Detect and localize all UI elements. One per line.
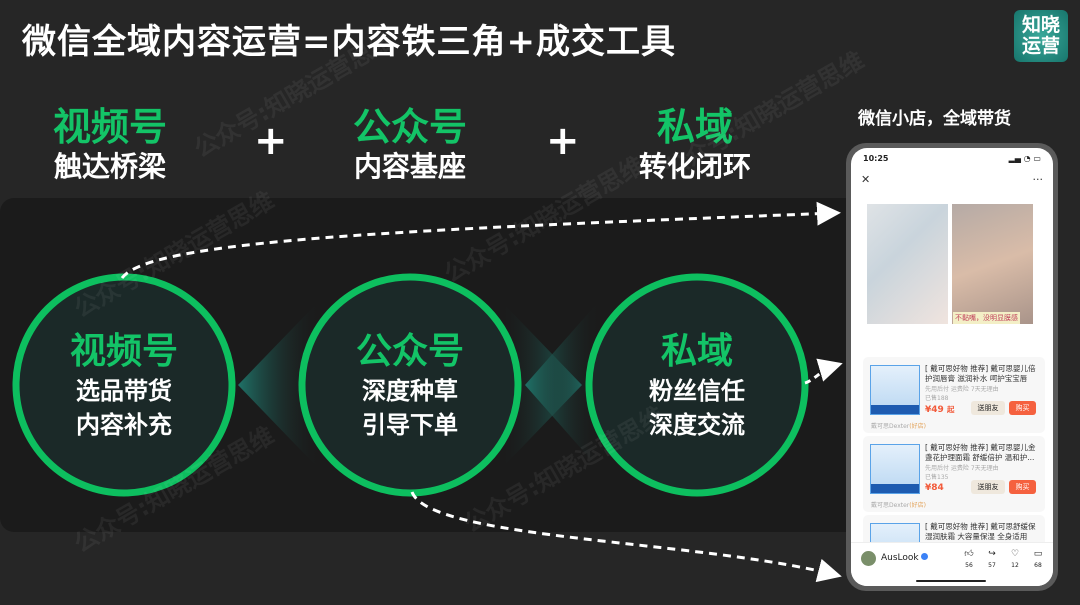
connector-shape [238,300,320,470]
dashed-arrow-channels-to-shop [120,201,841,279]
signal-battery-icon: ▂▄ ◔ ▭ [1008,154,1041,163]
plus-sign: + [546,118,580,164]
gift-friend-button[interactable]: 送朋友 [971,480,1005,494]
page-title: 微信全域内容运营=内容铁三角+成交工具 [22,22,676,62]
status-bar: 10:25▂▄ ◔ ▭ [863,154,1041,163]
more-icon[interactable]: ··· [1032,173,1044,186]
shop-link[interactable]: 戴可思Dexter(好店) [871,502,926,509]
phone-mockup: 10:25▂▄ ◔ ▭ ✕ ··· 不黏嘴，没明显膜感 [ 戴可思好物 推荐] 戴… [846,143,1058,591]
phone-caption: 微信小店，全域带货 [858,109,1011,129]
buy-button[interactable]: 购买 [1009,480,1036,494]
comment-icon[interactable]: ▭68 [1033,549,1043,569]
shop-link[interactable]: 戴可思Dexter(好店) [871,423,926,430]
circle-text-private: 私域粉丝信任深度交流 [649,331,745,439]
circle-private [585,273,809,497]
product-thumbnail [870,444,920,494]
username: AusLook [881,553,919,563]
close-icon[interactable]: ✕ [861,173,871,186]
thumbs-up-icon[interactable]: 👍︎56 [964,549,974,569]
gift-friend-button[interactable]: 送朋友 [971,401,1005,415]
circle-text-channels: 视频号选品带货内容补充 [69,331,178,439]
connector-shape [525,300,600,470]
product-thumbnail [870,365,920,415]
product-card[interactable]: [ 戴可思好物 推荐] 戴可思婴儿倍护润唇膏 滋润补水 呵护宝宝唇 先用后付 运… [863,357,1045,433]
top-item-channels: 视频号触达桥梁 [52,105,167,183]
plus-sign: + [254,118,288,164]
home-indicator [916,580,986,582]
avatar[interactable] [861,551,876,566]
circle-text-official: 公众号深度种草引导下单 [355,331,464,439]
heart-icon[interactable]: ♡12 [1010,549,1020,569]
share-icon[interactable]: ↪57 [988,549,996,569]
brand-logo: 知晓运营 [1014,10,1068,62]
product-photo[interactable] [867,204,948,324]
dashed-arrow-private-to-shop [804,358,843,385]
verified-icon [920,553,928,560]
product-photo[interactable] [952,204,1033,324]
product-card[interactable]: [ 戴可思好物 推荐] 戴可思婴儿金盏花护理面霜 舒缓倍护 温和护... 先用后… [863,436,1045,512]
top-item-private: 私域转化闭环 [638,105,751,183]
image-caption: 不黏嘴，没明显膜感 [953,312,1020,324]
bottom-bar: AusLook 👍︎56 ↪57 ♡12 ▭68 [851,542,1053,586]
circle-official [298,273,522,497]
top-item-official: 公众号内容基座 [352,105,467,183]
buy-button[interactable]: 购买 [1009,401,1036,415]
